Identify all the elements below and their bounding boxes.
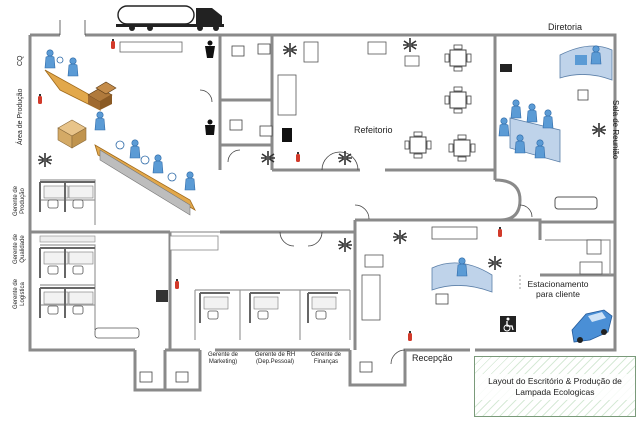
room-label-cq: CQ [17, 55, 24, 67]
room-label-gerente-qualidade: Gerente de Qualidade [13, 233, 26, 265]
room-label-gerente-rh: Gerente de RH (Dep.Pessoal) [254, 352, 296, 365]
walls [28, 33, 617, 392]
workstation-icon [39, 181, 339, 339]
room-label-gerente-logistica: Gerente de Logistica [13, 278, 26, 310]
room-label-estacionamento: Estacionamento para cliente [527, 279, 589, 299]
room-label-recepcao: Recepção [412, 353, 453, 363]
meeting-table [498, 99, 598, 210]
room-label-sala-reuniao: Sala de Reunião [611, 100, 620, 160]
layout-title: Layout do Escritório & Produção de Lampa… [475, 373, 635, 400]
truck-icon [116, 5, 224, 31]
room-label-gerente-producao: Gerente de Produção [13, 185, 26, 217]
room-label-gerente-financas: Gerente de Finanças [310, 352, 342, 365]
boxes-icon [57, 81, 117, 149]
cafeteria-tables [303, 41, 476, 162]
reception-desk [361, 226, 603, 321]
production-line [44, 69, 196, 216]
car-icon [571, 309, 613, 343]
toilet-icon [139, 43, 373, 383]
room-label-diretoria: Diretoria [548, 22, 583, 32]
room-label-gerente-marketing: Gerente de Marketing) [207, 352, 239, 365]
room-label-area-producao: Área de Produção [17, 88, 24, 145]
restroom-icon [205, 40, 215, 135]
title-box: Layout do Escritório & Produção de Lampa… [474, 356, 636, 417]
director-desk [500, 45, 613, 101]
wheelchair-icon [500, 316, 516, 332]
room-label-refeitorio: Refeitorio [354, 125, 393, 135]
